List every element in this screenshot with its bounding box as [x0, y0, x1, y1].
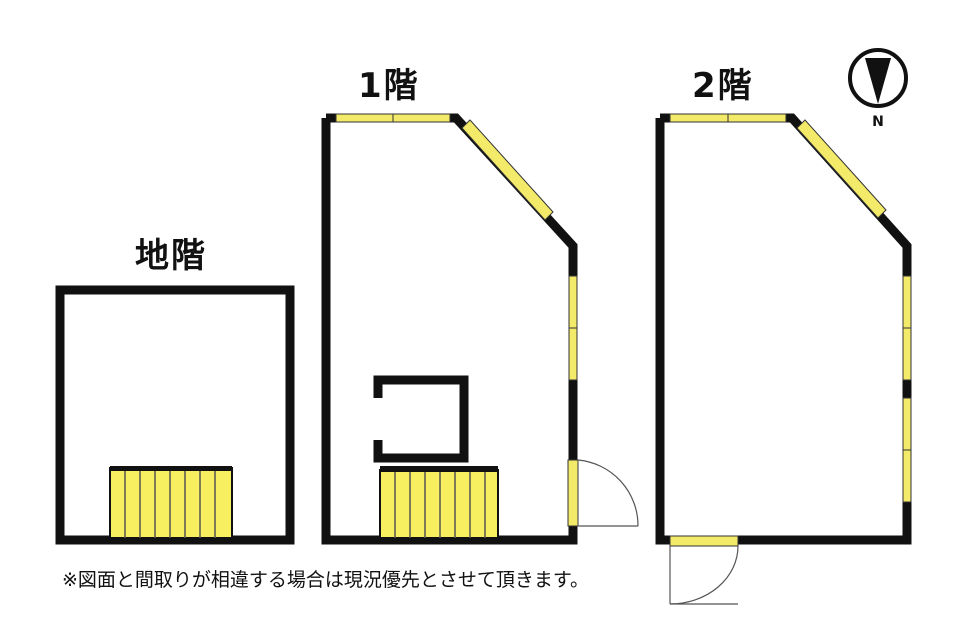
basement-stairs: [109, 466, 233, 539]
first-floor-stairs: [379, 466, 499, 539]
disclaimer-note: ※図面と間取りが相違する場合は現況優先とさせて頂きます。: [62, 569, 590, 591]
basement-plan: [55, 285, 295, 545]
second-floor-door: [669, 535, 739, 605]
second-floor-label: 2階: [692, 66, 754, 106]
basement-walls: [55, 285, 295, 545]
second-floor-plan: [655, 113, 912, 605]
first-floor-plan: [321, 113, 639, 545]
first-floor-door: [567, 459, 639, 527]
north-label: N: [872, 114, 884, 130]
first-floor-closet: [373, 375, 469, 463]
second-floor-walls: [655, 113, 912, 545]
north-compass-icon: N: [848, 48, 908, 130]
basement-label: 地階: [135, 236, 207, 276]
first-floor-label: 1階: [358, 66, 420, 106]
second-floor-windows: [669, 113, 912, 503]
first-floor-windows: [335, 113, 578, 381]
